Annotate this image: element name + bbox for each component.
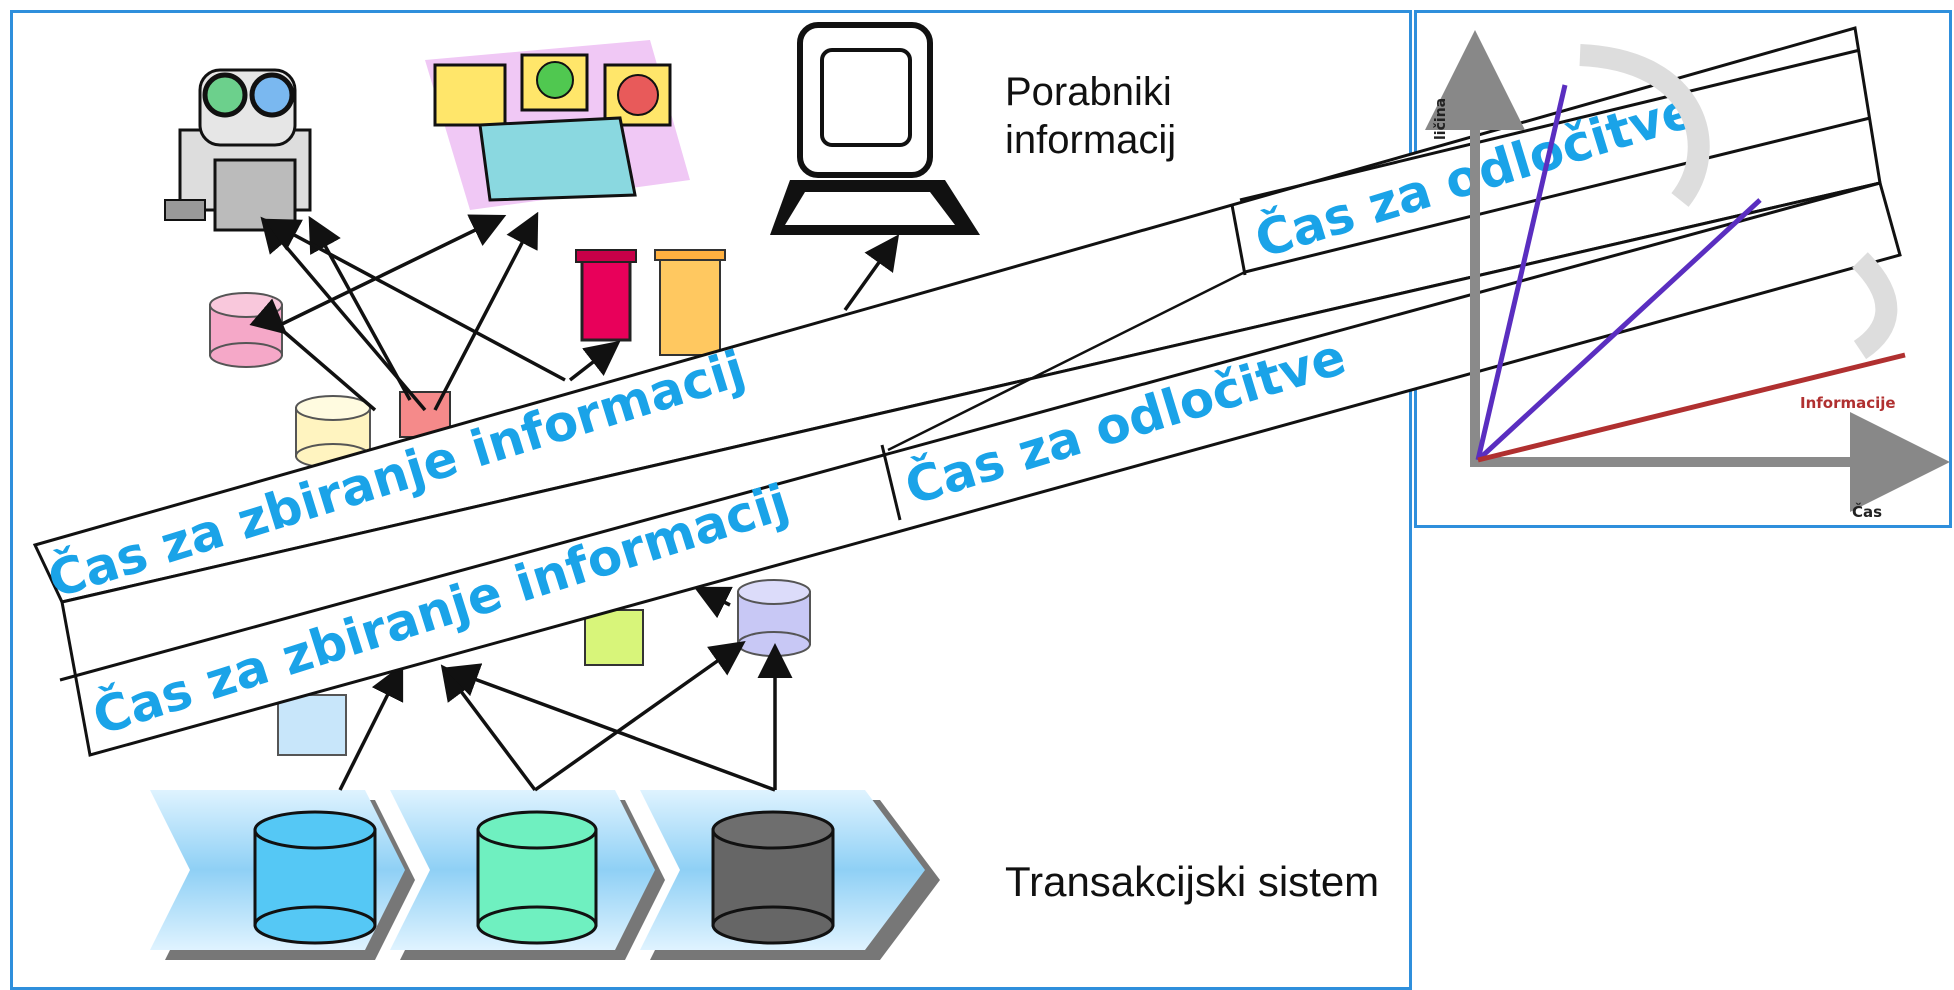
document-icon-lime bbox=[584, 609, 644, 666]
terminal-user-icon bbox=[770, 22, 980, 235]
chart-legend-informacije: Informacije bbox=[1800, 394, 1896, 412]
document-icon-orange bbox=[654, 249, 726, 356]
chart-series-line-informacije bbox=[1477, 352, 1906, 463]
database-icon-blue bbox=[253, 810, 377, 945]
transaction-system-label: Transakcijski sistem bbox=[1005, 858, 1380, 905]
chart: Informacije Čas ličina bbox=[1425, 30, 1950, 521]
chart-y-axis-label: ličina bbox=[1433, 98, 1449, 140]
dashboard-user-icon bbox=[425, 40, 690, 210]
chart-x-axis-label: Čas bbox=[1852, 502, 1882, 521]
consumers-label-line1: Porabniki bbox=[1005, 70, 1172, 114]
chart-series-line-purple bbox=[1475, 84, 1568, 461]
data-store-lavender bbox=[737, 579, 811, 657]
consumers-label: Porabniki informacij bbox=[1005, 68, 1176, 164]
flow-arrows bbox=[249, 211, 900, 792]
data-store-cream bbox=[295, 395, 371, 469]
consumers-label-line2: informacij bbox=[1005, 118, 1177, 162]
data-store-pink bbox=[209, 292, 283, 368]
document-icon-magenta bbox=[575, 249, 637, 342]
chart-series-line-purple-2 bbox=[1476, 198, 1762, 462]
document-icon-lightblue bbox=[277, 694, 347, 756]
analyst-user-icon bbox=[164, 68, 312, 232]
database-icon-gray bbox=[711, 810, 835, 945]
database-icon-green bbox=[476, 810, 598, 945]
